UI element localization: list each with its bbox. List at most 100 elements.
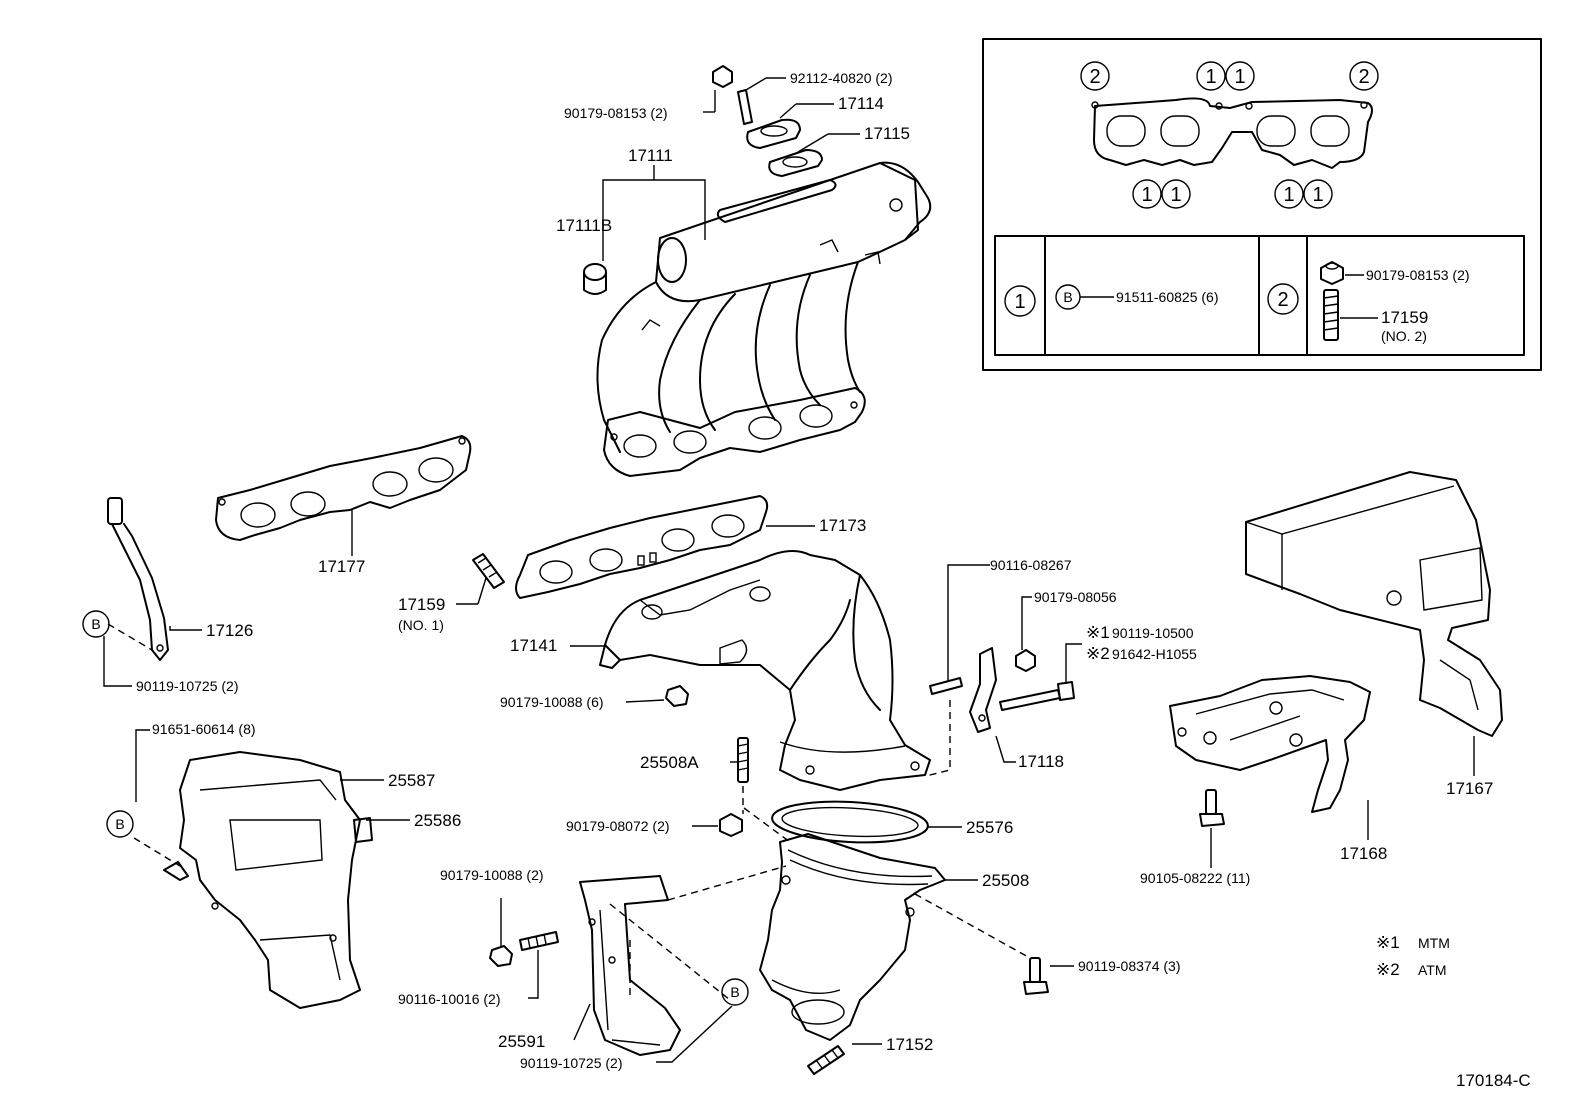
- nut-90179-08072-drawing: [719, 813, 743, 837]
- b-marker-17126: B: [82, 610, 110, 638]
- label-90179-10088-6: 90179-10088 (6): [500, 694, 604, 710]
- label-90119-10725-bottom: 90119-10725 (2): [520, 1055, 622, 1071]
- part-labels: 92112-40820 (2) 90179-08153 (2) 17114 17…: [136, 70, 1493, 1071]
- inset-part-17159-sub: (NO. 2): [1381, 328, 1427, 344]
- legend-text-2: ATM: [1418, 962, 1447, 978]
- label-17159: 17159: [398, 595, 445, 614]
- bracket-17126-drawing: [107, 497, 169, 661]
- stud-17159-drawing: [472, 553, 505, 589]
- svg-text:B: B: [1063, 289, 1072, 305]
- heat-insulator-17167-drawing: [1245, 471, 1503, 737]
- label-17159-sub: (NO. 1): [398, 617, 444, 633]
- svg-text:B: B: [730, 984, 739, 1000]
- gasket-17177-drawing: [215, 435, 472, 541]
- label-17167: 17167: [1446, 779, 1493, 798]
- label-25508: 25508: [982, 871, 1029, 890]
- label-92112-40820: 92112-40820 (2): [790, 70, 892, 86]
- inset-circle-1-a: 1: [1196, 61, 1226, 91]
- svg-text:B: B: [115, 816, 124, 832]
- svg-text:1: 1: [1234, 66, 1245, 88]
- stud-25508a-drawing: [737, 737, 749, 783]
- inset-circle-1-d: 1: [1161, 179, 1191, 209]
- label-90116-08267: 90116-08267: [990, 557, 1072, 573]
- inset-panel: 2 1 1 2 1 1 1 1: [982, 38, 1542, 371]
- label-17173: 17173: [819, 516, 866, 535]
- nut-90179-10088-2-drawing: [489, 945, 513, 967]
- svg-text:1: 1: [1312, 184, 1323, 206]
- inset-part-17159: 17159: [1381, 308, 1428, 327]
- label-90179-08056: 90179-08056: [1034, 589, 1117, 605]
- label-25591: 25591: [498, 1032, 545, 1051]
- label-17141: 17141: [510, 636, 557, 655]
- label-90119-10725-left: 90119-10725 (2): [136, 678, 238, 694]
- label-25586: 25586: [414, 811, 461, 830]
- svg-text:2: 2: [1089, 66, 1100, 88]
- label-90119-08374: 90119-08374 (3): [1078, 958, 1180, 974]
- heat-insulator-25587-drawing: [179, 751, 361, 1009]
- nut-90179-10088-6-drawing: [665, 685, 689, 707]
- nut-90179-08056-drawing: [1015, 649, 1036, 672]
- svg-text:1: 1: [1141, 184, 1152, 206]
- inset-circle-1-c: 1: [1132, 179, 1162, 209]
- label-90119-10500: 90119-10500: [1112, 625, 1194, 641]
- label-90105-08222: 90105-08222 (11): [1140, 870, 1250, 886]
- label-25587: 25587: [388, 771, 435, 790]
- inset-part-91511-60825: 91511-60825 (6): [1116, 289, 1218, 305]
- inset-circle-1-b: 1: [1225, 61, 1255, 91]
- inset-nut-icon: [1320, 261, 1344, 285]
- label-90116-10016: 90116-10016 (2): [398, 991, 500, 1007]
- intake-manifold-17111-drawing: [596, 161, 932, 477]
- leader-lines: [103, 77, 1475, 1063]
- label-90179-10088-2: 90179-10088 (2): [440, 867, 544, 883]
- label-91651-60614: 91651-60614 (8): [152, 721, 256, 737]
- label-25576: 25576: [966, 818, 1013, 837]
- label-90179-08072: 90179-08072 (2): [566, 818, 670, 834]
- stud-90116-10016-drawing: [519, 931, 559, 951]
- inset-stud-icon: [1323, 289, 1339, 341]
- bracket-25591-drawing: [579, 875, 681, 1056]
- label-17168: 17168: [1340, 844, 1387, 863]
- inset-circle-1-e: 1: [1274, 179, 1304, 209]
- label-17152: 17152: [886, 1035, 933, 1054]
- ref-mark-2: ※2: [1086, 644, 1110, 663]
- svg-text:1: 1: [1283, 184, 1294, 206]
- bolt-90105-08222-drawing: [1199, 789, 1225, 827]
- gasket-17173-drawing: [515, 495, 769, 599]
- label-17115: 17115: [864, 124, 910, 143]
- label-17114: 17114: [838, 94, 884, 113]
- label-90179-08153: 90179-08153 (2): [564, 105, 668, 121]
- b-marker-25591: B: [721, 978, 749, 1006]
- inset-table-circle-1: 1: [1004, 285, 1036, 317]
- converter-25508-drawing: [759, 833, 946, 1041]
- inset-part-90179-08153: 90179-08153 (2): [1366, 267, 1470, 283]
- label-91642-h1055: 91642-H1055: [1112, 646, 1197, 662]
- bolt-90119-10500-drawing: [999, 681, 1075, 711]
- stud-17152-drawing: [807, 1045, 845, 1075]
- inset-circle-2-right: 2: [1349, 61, 1379, 91]
- inset-circle-2-left: 2: [1080, 61, 1110, 91]
- heat-insulator-25586-drawing: [163, 817, 373, 881]
- legend-mark-1: ※1: [1376, 933, 1400, 952]
- gasket-17114-drawing: [746, 118, 801, 149]
- diagram-id: 170184-C: [1456, 1071, 1531, 1090]
- stud-90116-08267-drawing: [929, 677, 963, 695]
- label-17118: 17118: [1018, 752, 1064, 771]
- svg-text:B: B: [91, 616, 100, 632]
- svg-text:1: 1: [1205, 66, 1216, 88]
- svg-text:2: 2: [1277, 289, 1288, 311]
- svg-text:1: 1: [1170, 184, 1181, 206]
- legend-mark-2: ※2: [1376, 960, 1400, 979]
- svg-text:1: 1: [1014, 291, 1025, 313]
- gasket-17115-drawing: [768, 149, 823, 177]
- exhaust-manifold-17141-drawing: [599, 550, 931, 791]
- bracket-17118-drawing: [969, 647, 997, 733]
- label-17111b: 17111B: [556, 216, 612, 235]
- b-marker-25587: B: [106, 810, 134, 838]
- label-17177: 17177: [318, 557, 365, 576]
- legend: ※1 MTM ※2 ATM: [1376, 933, 1450, 979]
- ref-mark-1: ※1: [1086, 623, 1110, 642]
- legend-text-1: MTM: [1418, 935, 1450, 951]
- label-17111: 17111: [628, 146, 673, 165]
- inset-gasket-drawing: [1091, 97, 1373, 169]
